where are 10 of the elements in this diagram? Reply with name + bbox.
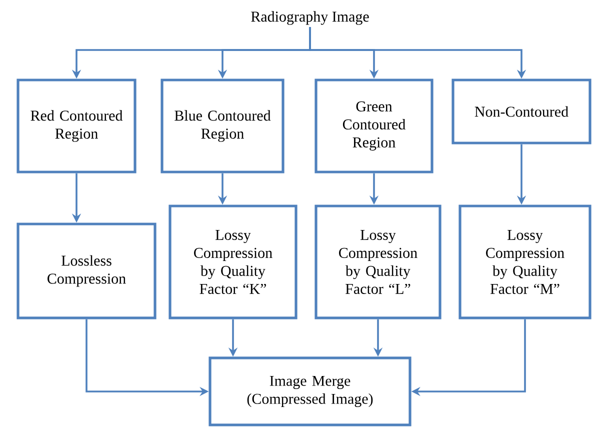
process-box: Lossy Compression by Quality Factor “L” bbox=[314, 204, 442, 320]
process-box: Image Merge (Compressed Image) bbox=[208, 356, 412, 426]
process-box: Blue Contoured Region bbox=[160, 78, 284, 174]
process-box: Lossy Compression by Quality Factor “K” bbox=[168, 204, 298, 320]
process-box: Green Contoured Region bbox=[314, 78, 434, 174]
title-text: Radiography Image bbox=[251, 11, 369, 25]
process-box: Lossless Compression bbox=[16, 222, 156, 320]
process-box: Red Contoured Region bbox=[16, 78, 136, 174]
process-box: Non-Contoured bbox=[452, 78, 592, 144]
process-box: Lossy Compression by Quality Factor “M” bbox=[458, 204, 592, 320]
